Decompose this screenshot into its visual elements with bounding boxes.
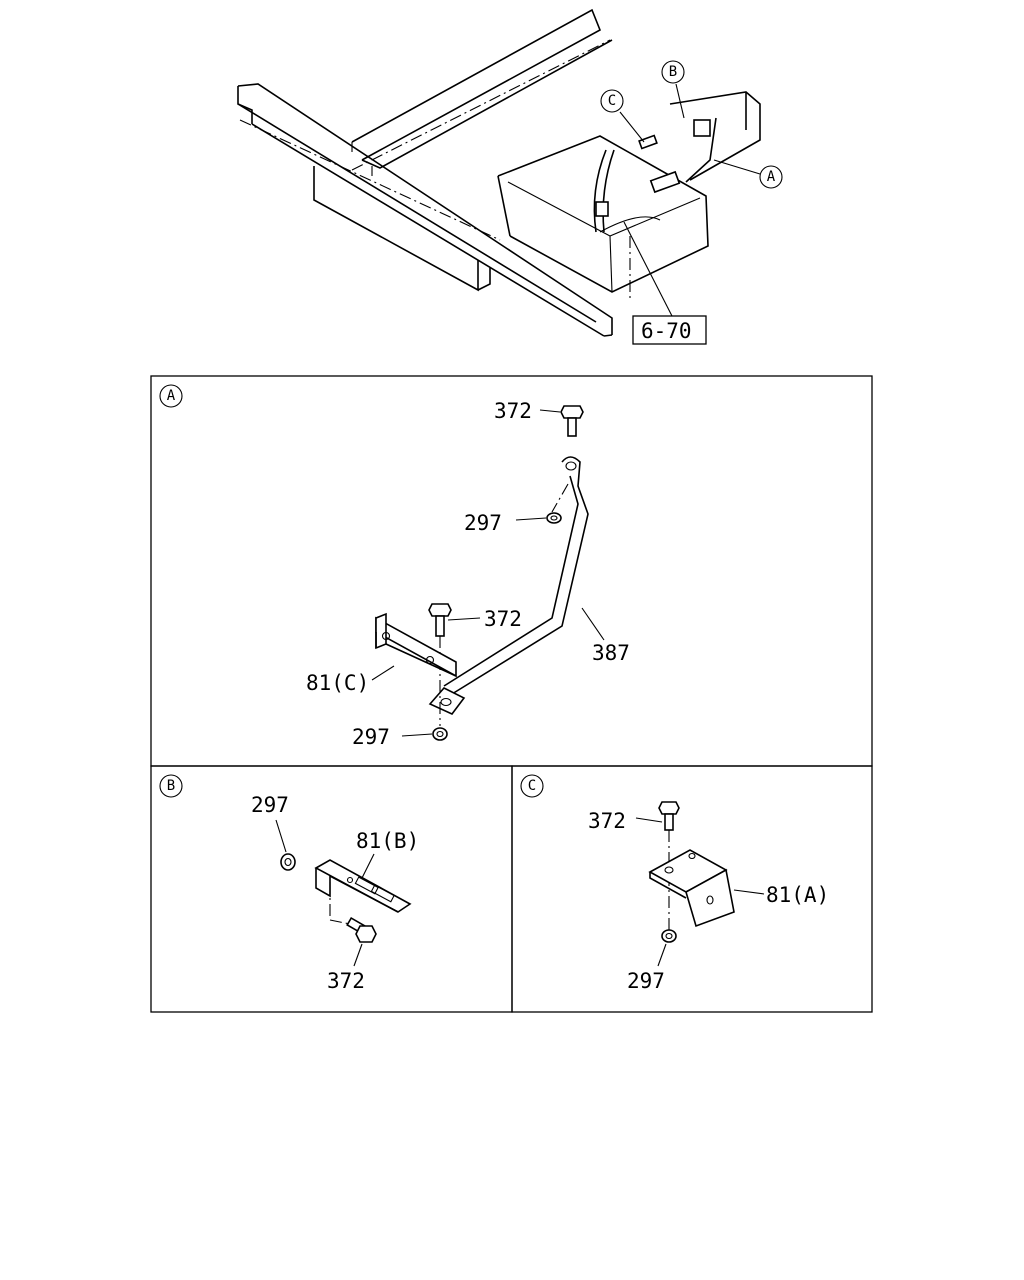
- bracket-81c: [375, 612, 457, 678]
- battery-box: [497, 135, 709, 293]
- callout-c-letter: C: [608, 93, 616, 109]
- rear-frame-rail: [351, 8, 613, 176]
- label-nut-bottom: 297: [352, 725, 390, 749]
- callout-a-letter: A: [767, 169, 776, 185]
- label-nut-c: 297: [627, 969, 665, 993]
- label-nut-b: 297: [251, 793, 289, 817]
- bolt-b: [346, 916, 377, 943]
- label-bracket-81b: 81(B): [356, 829, 419, 853]
- battery-cables: [593, 117, 717, 233]
- nut-c: [661, 929, 677, 943]
- nut-top: [546, 512, 562, 524]
- detail-c-letter: C: [528, 778, 536, 794]
- detail-a: A 372 297 372: [159, 384, 630, 749]
- cross-member: [669, 91, 761, 181]
- detail-frames: [150, 375, 873, 1013]
- label-bolt-mid: 372: [484, 607, 522, 631]
- front-frame-rail: [237, 83, 613, 337]
- label-bracket-81a: 81(A): [766, 883, 829, 907]
- callout-b-letter: B: [669, 64, 677, 80]
- label-bolt-c: 372: [588, 809, 626, 833]
- detail-c: C 372 81(A) 297: [520, 774, 829, 993]
- callout-c: C: [600, 89, 645, 143]
- reference-box: 6-70: [623, 221, 707, 345]
- detail-a-letter: A: [167, 388, 176, 404]
- bracket-81a: [648, 849, 735, 928]
- bolt-c: [658, 801, 680, 831]
- nut-bottom: [432, 727, 448, 741]
- detail-b-letter: B: [167, 778, 175, 794]
- label-bolt-top: 372: [494, 399, 532, 423]
- nut-b: [280, 853, 296, 871]
- callout-a: A: [713, 159, 783, 189]
- ground-rod: [428, 456, 589, 715]
- label-rod: 387: [592, 641, 630, 665]
- reference-label: 6-70: [641, 319, 692, 343]
- bolt-mid: [428, 603, 452, 637]
- left-battery-box: [313, 166, 491, 292]
- label-bolt-b: 372: [327, 969, 365, 993]
- callout-b: B: [661, 60, 685, 119]
- detail-b: B 297 81(B) 372: [159, 774, 419, 993]
- overview-assembly: C B A 6-70: [237, 8, 783, 345]
- label-bracket-81c: 81(C): [306, 671, 369, 695]
- label-nut-top: 297: [464, 511, 502, 535]
- bolt-top: [560, 405, 584, 437]
